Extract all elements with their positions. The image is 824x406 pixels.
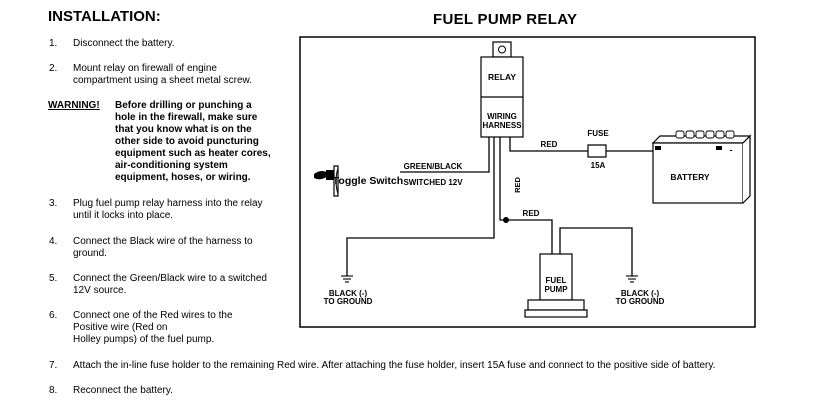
ground-symbol-left-icon — [341, 275, 353, 283]
step-number: 5. — [49, 273, 58, 284]
step-line: Connect the Black wire of the harness to — [73, 236, 253, 247]
step-text: Connect one of the Red wires to the Posi… — [73, 310, 233, 346]
step-text: Attach the in-line fuse holder to the re… — [73, 360, 715, 372]
fuse-rating: 15A — [591, 161, 606, 170]
step-line: 12V source. — [73, 285, 127, 296]
warning-text: Before drilling or punching a hole in th… — [115, 100, 290, 184]
battery-label: BATTERY — [670, 172, 710, 182]
step-number: 3. — [49, 198, 58, 209]
step-line: Plug fuel pump relay harness into the re… — [73, 198, 263, 209]
step-line: Connect one of the Red wires to the — [73, 310, 233, 321]
step-number: 2. — [49, 63, 58, 74]
diagram-title: FUEL PUMP RELAY — [433, 11, 578, 28]
harness-label-line1: WIRING — [487, 112, 517, 121]
red-wire-down — [499, 137, 506, 221]
pump-label-line2: PUMP — [544, 285, 568, 294]
warning-line: air-conditioning system — [115, 160, 228, 171]
step-line: compartment using a sheet metal screw. — [73, 75, 252, 86]
ground-left-label-line1: BLACK (-) — [329, 289, 368, 298]
black-wire-left — [346, 137, 495, 276]
toggle-switch-icon — [314, 165, 339, 197]
ground-right-label-line2: TO GROUND — [616, 297, 665, 306]
fuse-icon — [587, 144, 607, 158]
fuse-label: FUSE — [587, 129, 609, 138]
installation-title: INSTALLATION: — [48, 8, 161, 25]
ground-right-label-line1: BLACK (-) — [621, 289, 660, 298]
step-number: 4. — [49, 236, 58, 247]
step-number: 6. — [49, 310, 58, 321]
red-label-top: RED — [541, 140, 558, 149]
junction-dot — [503, 217, 509, 223]
step-text: Disconnect the battery. — [73, 38, 175, 50]
step-text: Mount relay on firewall of engine compar… — [73, 63, 252, 87]
warning-line: other side to avoid puncturing — [115, 136, 259, 147]
step-text: Connect the Black wire of the harness to… — [73, 236, 253, 260]
harness-wires — [346, 137, 659, 276]
step-line: Connect the Green/Black wire to a switch… — [73, 273, 267, 284]
step-line: Mount relay on firewall of engine — [73, 63, 217, 74]
step-line: Positive wire (Red on — [73, 322, 168, 333]
switched-label: SWITCHED 12V — [403, 178, 463, 187]
red-wire-fuse — [509, 137, 588, 152]
red-wire-pump — [506, 219, 553, 254]
fuse-to-battery-wire — [606, 148, 659, 152]
warning-line: equipment such as heater cores, — [115, 148, 271, 159]
mount-tab — [492, 41, 512, 58]
relay-label: RELAY — [488, 72, 516, 82]
step-line: Attach the in-line fuse holder to the re… — [73, 360, 716, 371]
step-line: ground. — [73, 248, 107, 259]
green-black-label: GREEN/BLACK — [404, 162, 463, 171]
pump-label-line1: FUEL — [546, 276, 567, 285]
warning-line: hole in the firewall, make sure — [115, 112, 258, 123]
step-text: Plug fuel pump relay harness into the re… — [73, 198, 263, 222]
step-line: until it locks into place. — [73, 210, 174, 221]
step-line: Holley pumps) of the fuel pump. — [73, 334, 215, 345]
green-black-wire — [400, 137, 490, 173]
ground-left-label-line2: TO GROUND — [324, 297, 373, 306]
diagram-frame — [299, 36, 756, 328]
toggle-switch-label: Toggle Switch — [333, 175, 403, 187]
battery-icon — [651, 130, 752, 204]
warning-line: Before drilling or punching a — [115, 100, 252, 111]
step-number: 8. — [49, 385, 58, 396]
battery-negative-label: - — [730, 145, 733, 155]
ground-symbol-right-icon — [626, 275, 638, 283]
step-text: Reconnect the battery. — [73, 385, 173, 397]
step-text: Connect the Green/Black wire to a switch… — [73, 273, 267, 297]
warning-label: WARNING! — [48, 100, 100, 111]
warning-line: equipment, hoses, or wiring. — [115, 172, 251, 183]
harness-label-line2: HARNESS — [482, 121, 522, 130]
black-wire-right — [559, 227, 633, 276]
mount-hole-icon — [498, 45, 506, 54]
step-line: Reconnect the battery. — [73, 385, 173, 396]
step-line: Disconnect the battery. — [73, 38, 175, 49]
warning-line: that you know what is on the — [115, 124, 252, 135]
red-label-vertical: RED — [513, 177, 522, 193]
step-number: 1. — [49, 38, 58, 49]
fuel-pump-icon — [524, 253, 588, 318]
step-number: 7. — [49, 360, 58, 371]
red-label-mid: RED — [523, 209, 540, 218]
